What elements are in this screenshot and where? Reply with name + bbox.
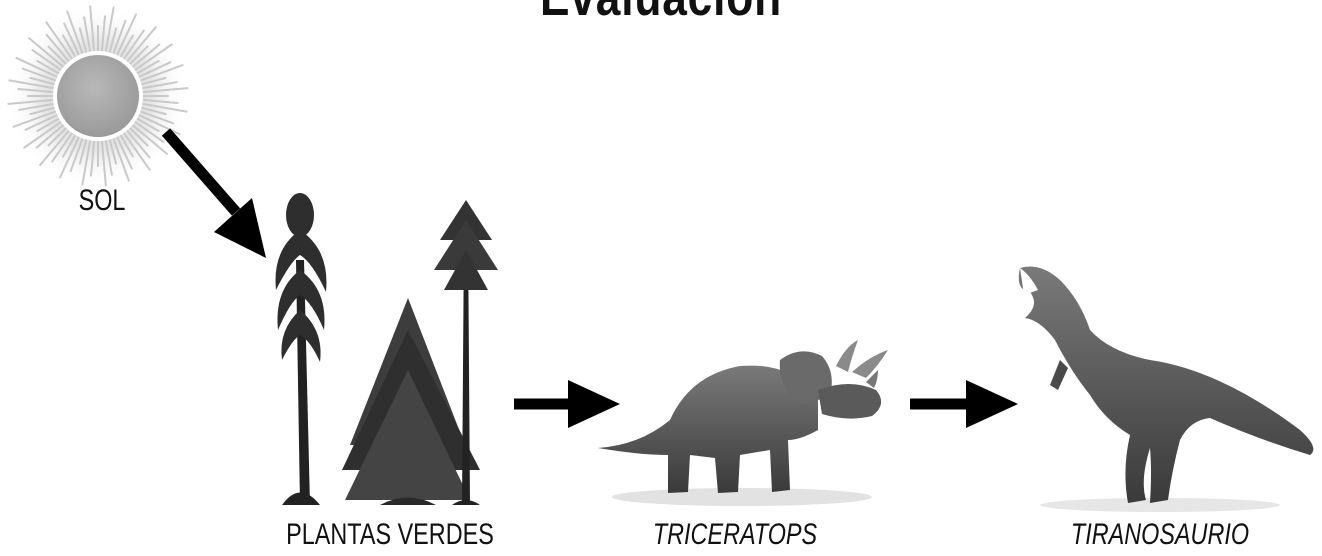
triceratops-illustration <box>598 340 888 506</box>
arrow-icon <box>514 380 620 428</box>
tyrannosaurus-illustration <box>1018 266 1314 512</box>
tiranosaurio-label: TIRANOSAURIO <box>1070 518 1250 551</box>
triceratops-label: TRICERATOPS <box>652 518 818 551</box>
plantas-verdes-label: PLANTAS VERDES <box>286 518 494 551</box>
sol-label: SOL <box>78 184 126 217</box>
trees-illustration <box>275 193 498 505</box>
arrow-icon <box>161 128 266 258</box>
page-title: Evaluación <box>119 0 1203 28</box>
arrow-icon <box>910 380 1018 428</box>
sun-icon <box>6 4 190 188</box>
